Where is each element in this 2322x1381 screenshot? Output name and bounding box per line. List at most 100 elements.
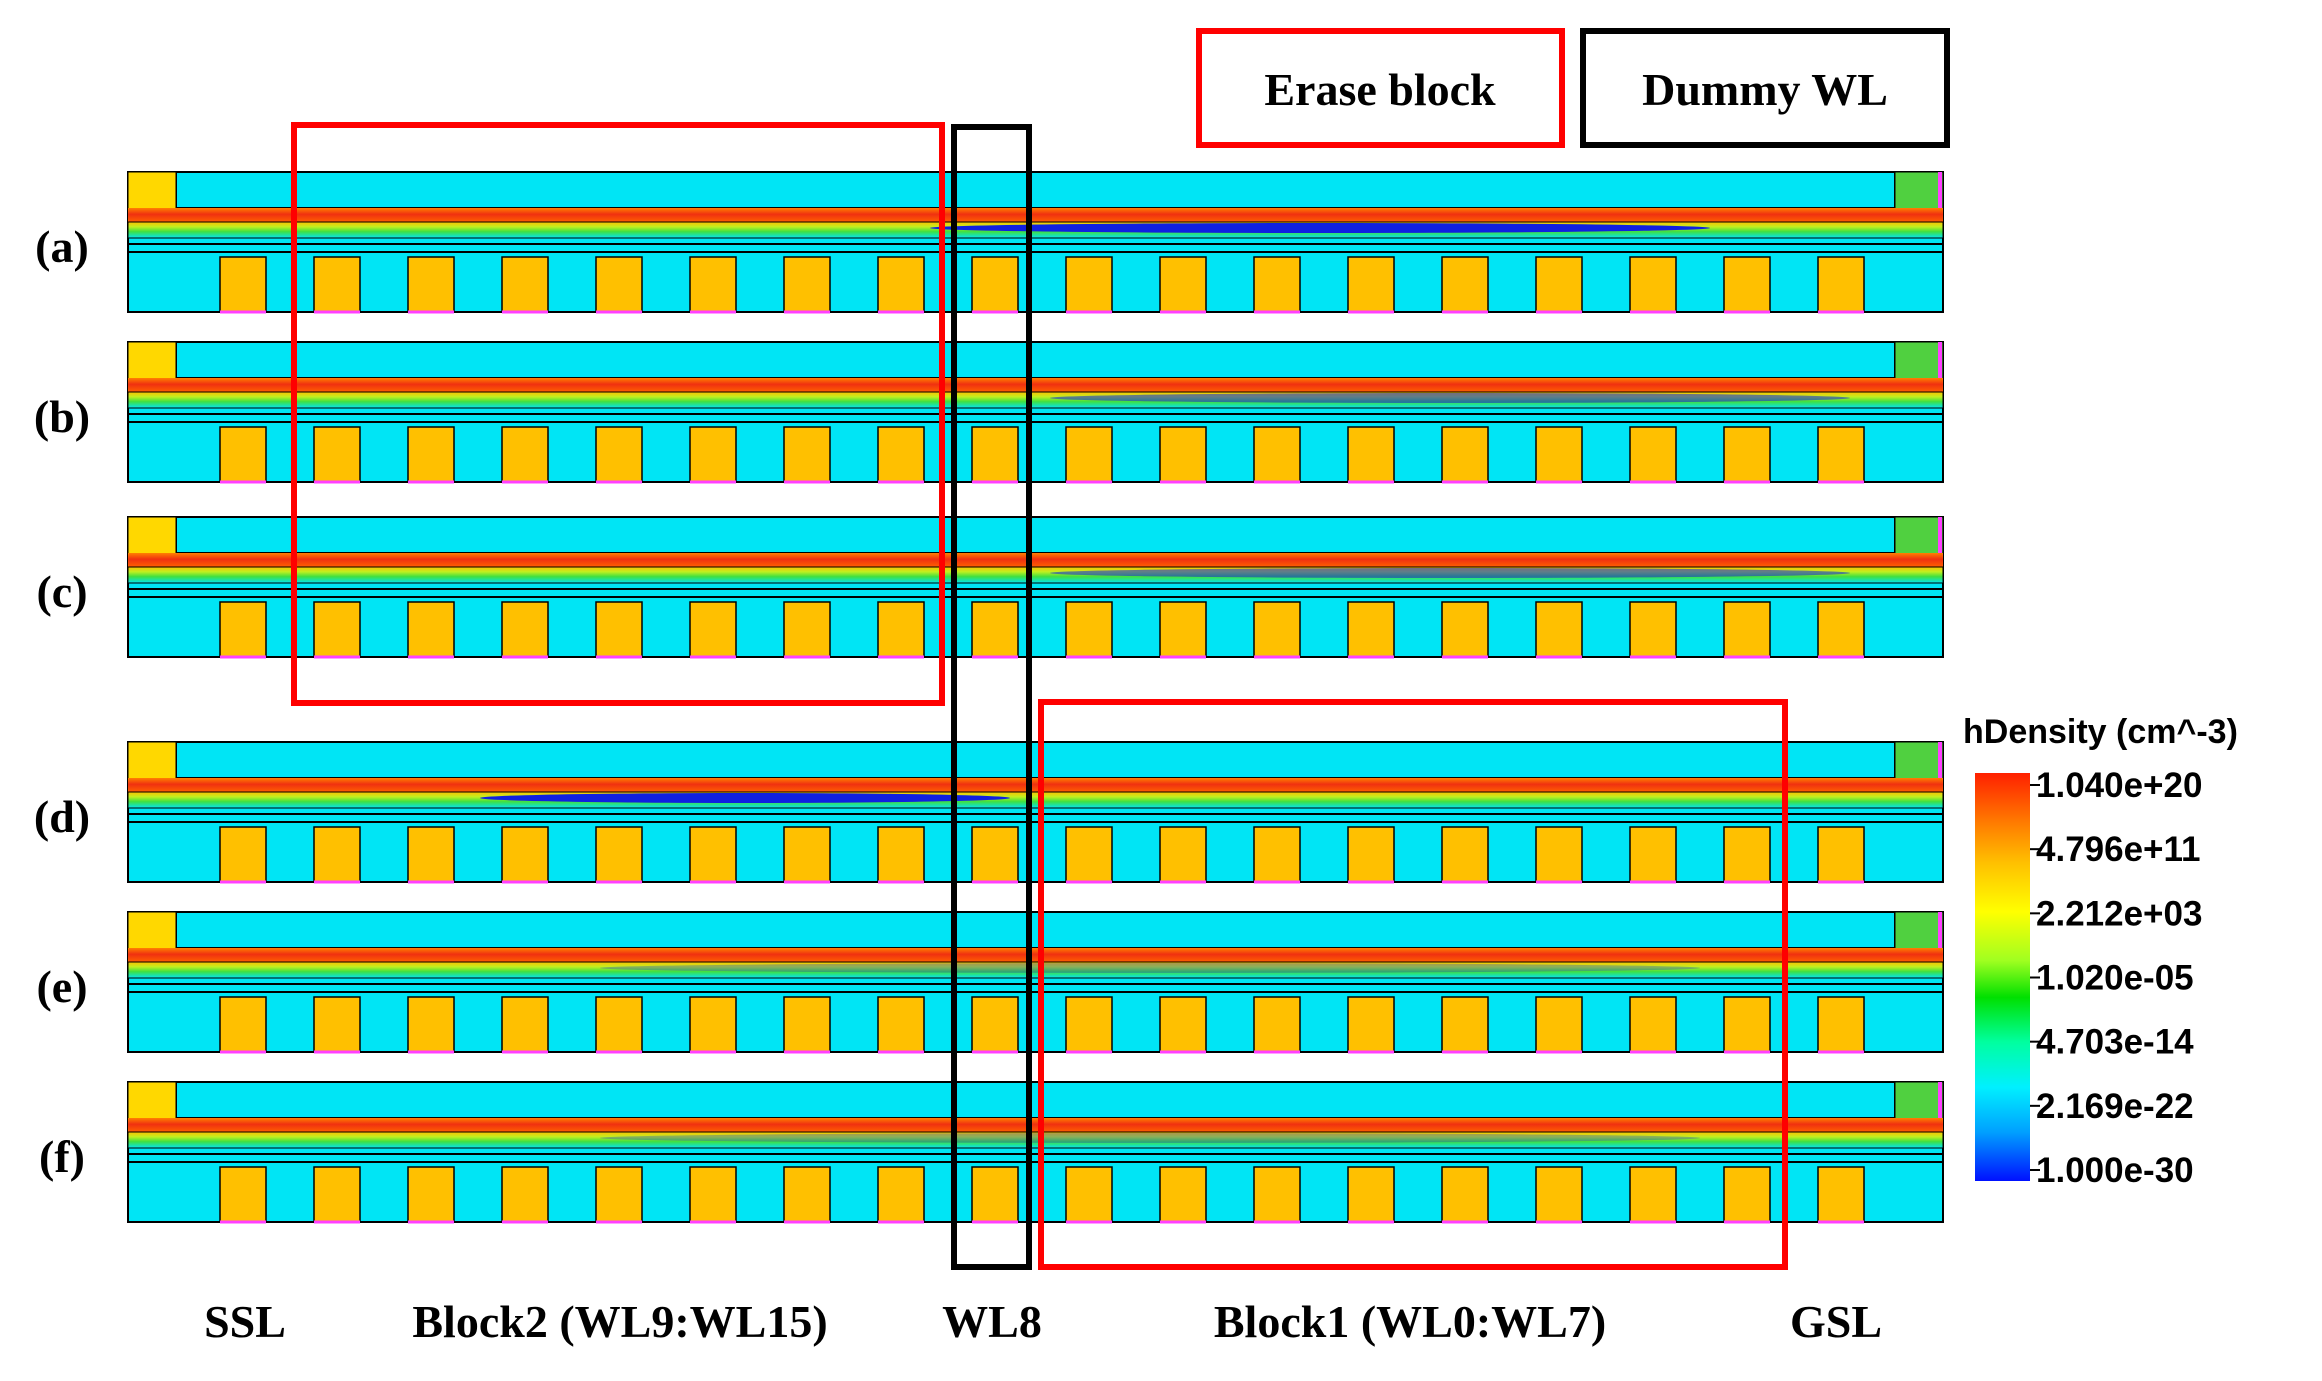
panel-d: (d)	[34, 741, 1944, 884]
word-line-gate	[783, 826, 831, 883]
word-line-gate	[1629, 601, 1677, 658]
erase-block-box-top	[291, 122, 945, 706]
highlights	[291, 122, 1788, 1270]
word-line-gate	[877, 996, 925, 1053]
word-line-gate	[313, 256, 361, 313]
gsl-label: GSL	[1790, 1296, 1882, 1347]
word-line-gate	[219, 256, 267, 313]
word-line-gate	[1817, 256, 1865, 313]
ssl-contact	[127, 171, 177, 215]
word-line-gate	[1535, 996, 1583, 1053]
word-line-gate	[1817, 426, 1865, 483]
word-line-gate	[1347, 426, 1395, 483]
word-line-gate	[595, 1166, 643, 1223]
word-line-gate	[1723, 826, 1771, 883]
low-density-region	[1050, 568, 1850, 578]
word-line-gate	[219, 1166, 267, 1223]
word-line-gate	[1347, 826, 1395, 883]
word-line-gate	[1065, 256, 1113, 313]
word-line-gate	[1535, 601, 1583, 658]
word-line-gate	[877, 601, 925, 658]
word-line-gate	[971, 826, 1019, 883]
panel-f: (f)	[39, 1081, 1944, 1224]
word-line-gate	[1535, 1166, 1583, 1223]
word-line-gate	[1253, 826, 1301, 883]
low-density-region	[600, 1133, 1700, 1143]
word-line-gate	[313, 826, 361, 883]
word-line-gate	[783, 426, 831, 483]
word-line-gate	[1253, 256, 1301, 313]
gsl-contact	[1894, 171, 1944, 215]
word-line-gate	[501, 826, 549, 883]
word-line-gate	[971, 426, 1019, 483]
low-density-region	[600, 963, 1700, 973]
word-line-gate	[313, 996, 361, 1053]
high-density-band	[128, 208, 1943, 222]
word-line-gate	[407, 256, 455, 313]
top-oxide-layer	[175, 1081, 1896, 1119]
colorbar-tick-label: 1.020e-05	[2036, 959, 2194, 998]
word-line-gate	[1723, 601, 1771, 658]
word-line-gate	[1723, 1166, 1771, 1223]
word-line-gate	[1629, 826, 1677, 883]
word-line-gate	[1347, 256, 1395, 313]
colorbar-tick-label: 1.000e-30	[2036, 1151, 2194, 1190]
top-oxide-layer	[175, 341, 1896, 379]
word-line-gate	[1253, 1166, 1301, 1223]
word-line-gate	[595, 826, 643, 883]
panel-e: (e)	[36, 911, 1944, 1054]
wl8-label: WL8	[942, 1296, 1042, 1347]
word-line-gate	[1723, 996, 1771, 1053]
low-density-region	[480, 793, 1010, 803]
word-line-gate	[407, 996, 455, 1053]
colorbar-tick-label: 2.169e-22	[2036, 1087, 2194, 1126]
dummy-wl-box	[951, 124, 1032, 1270]
ssl-contact	[127, 911, 177, 955]
channel-layer	[127, 1131, 1944, 1149]
word-line-gate	[1441, 256, 1489, 313]
word-line-gate	[219, 996, 267, 1053]
word-line-gate	[1629, 256, 1677, 313]
word-line-gate	[783, 601, 831, 658]
erase-block-legend-box	[1196, 28, 1565, 148]
high-density-band	[128, 948, 1943, 962]
high-density-band	[128, 553, 1943, 567]
word-line-gate	[1535, 426, 1583, 483]
colorbar: hDensity (cm^-3) 1.040e+204.796e+112.212…	[1963, 713, 2238, 1190]
word-line-gate	[501, 1166, 549, 1223]
word-line-gate	[595, 426, 643, 483]
panel-label: (c)	[36, 566, 87, 617]
word-line-gate	[501, 601, 549, 658]
colorbar-tick-label: 4.796e+11	[2036, 830, 2201, 869]
low-density-region	[930, 223, 1710, 233]
word-line-gate	[501, 426, 549, 483]
word-line-gate	[1817, 826, 1865, 883]
ssl-contact	[127, 516, 177, 560]
gsl-contact	[1894, 1081, 1944, 1125]
word-line-gate	[877, 826, 925, 883]
word-line-gate	[1535, 826, 1583, 883]
word-line-gate	[407, 826, 455, 883]
word-line-gate	[1159, 996, 1207, 1053]
word-line-gate	[1629, 426, 1677, 483]
word-line-gate	[1347, 996, 1395, 1053]
word-line-gate	[407, 426, 455, 483]
word-line-gate	[1441, 826, 1489, 883]
colorbar-tick-label: 1.040e+20	[2036, 766, 2202, 805]
colorbar-gradient	[1975, 773, 2030, 1181]
panel-label: (f)	[39, 1131, 85, 1182]
block1-label: Block1 (WL0:WL7)	[1214, 1296, 1606, 1347]
channel-layer	[127, 791, 1944, 809]
high-density-band	[128, 778, 1943, 792]
word-line-gate	[1441, 426, 1489, 483]
word-line-gate	[689, 1166, 737, 1223]
word-line-gate	[971, 256, 1019, 313]
word-line-gate	[1065, 1166, 1113, 1223]
word-line-gate	[783, 256, 831, 313]
word-line-gate	[501, 256, 549, 313]
panel-label: (e)	[36, 961, 87, 1012]
word-line-gate	[689, 426, 737, 483]
word-line-gate	[1441, 601, 1489, 658]
dummy-wl-legend-box	[1580, 28, 1950, 148]
panel-stack: (a)(b)(c)(d)(e)(f)	[34, 171, 1944, 1224]
